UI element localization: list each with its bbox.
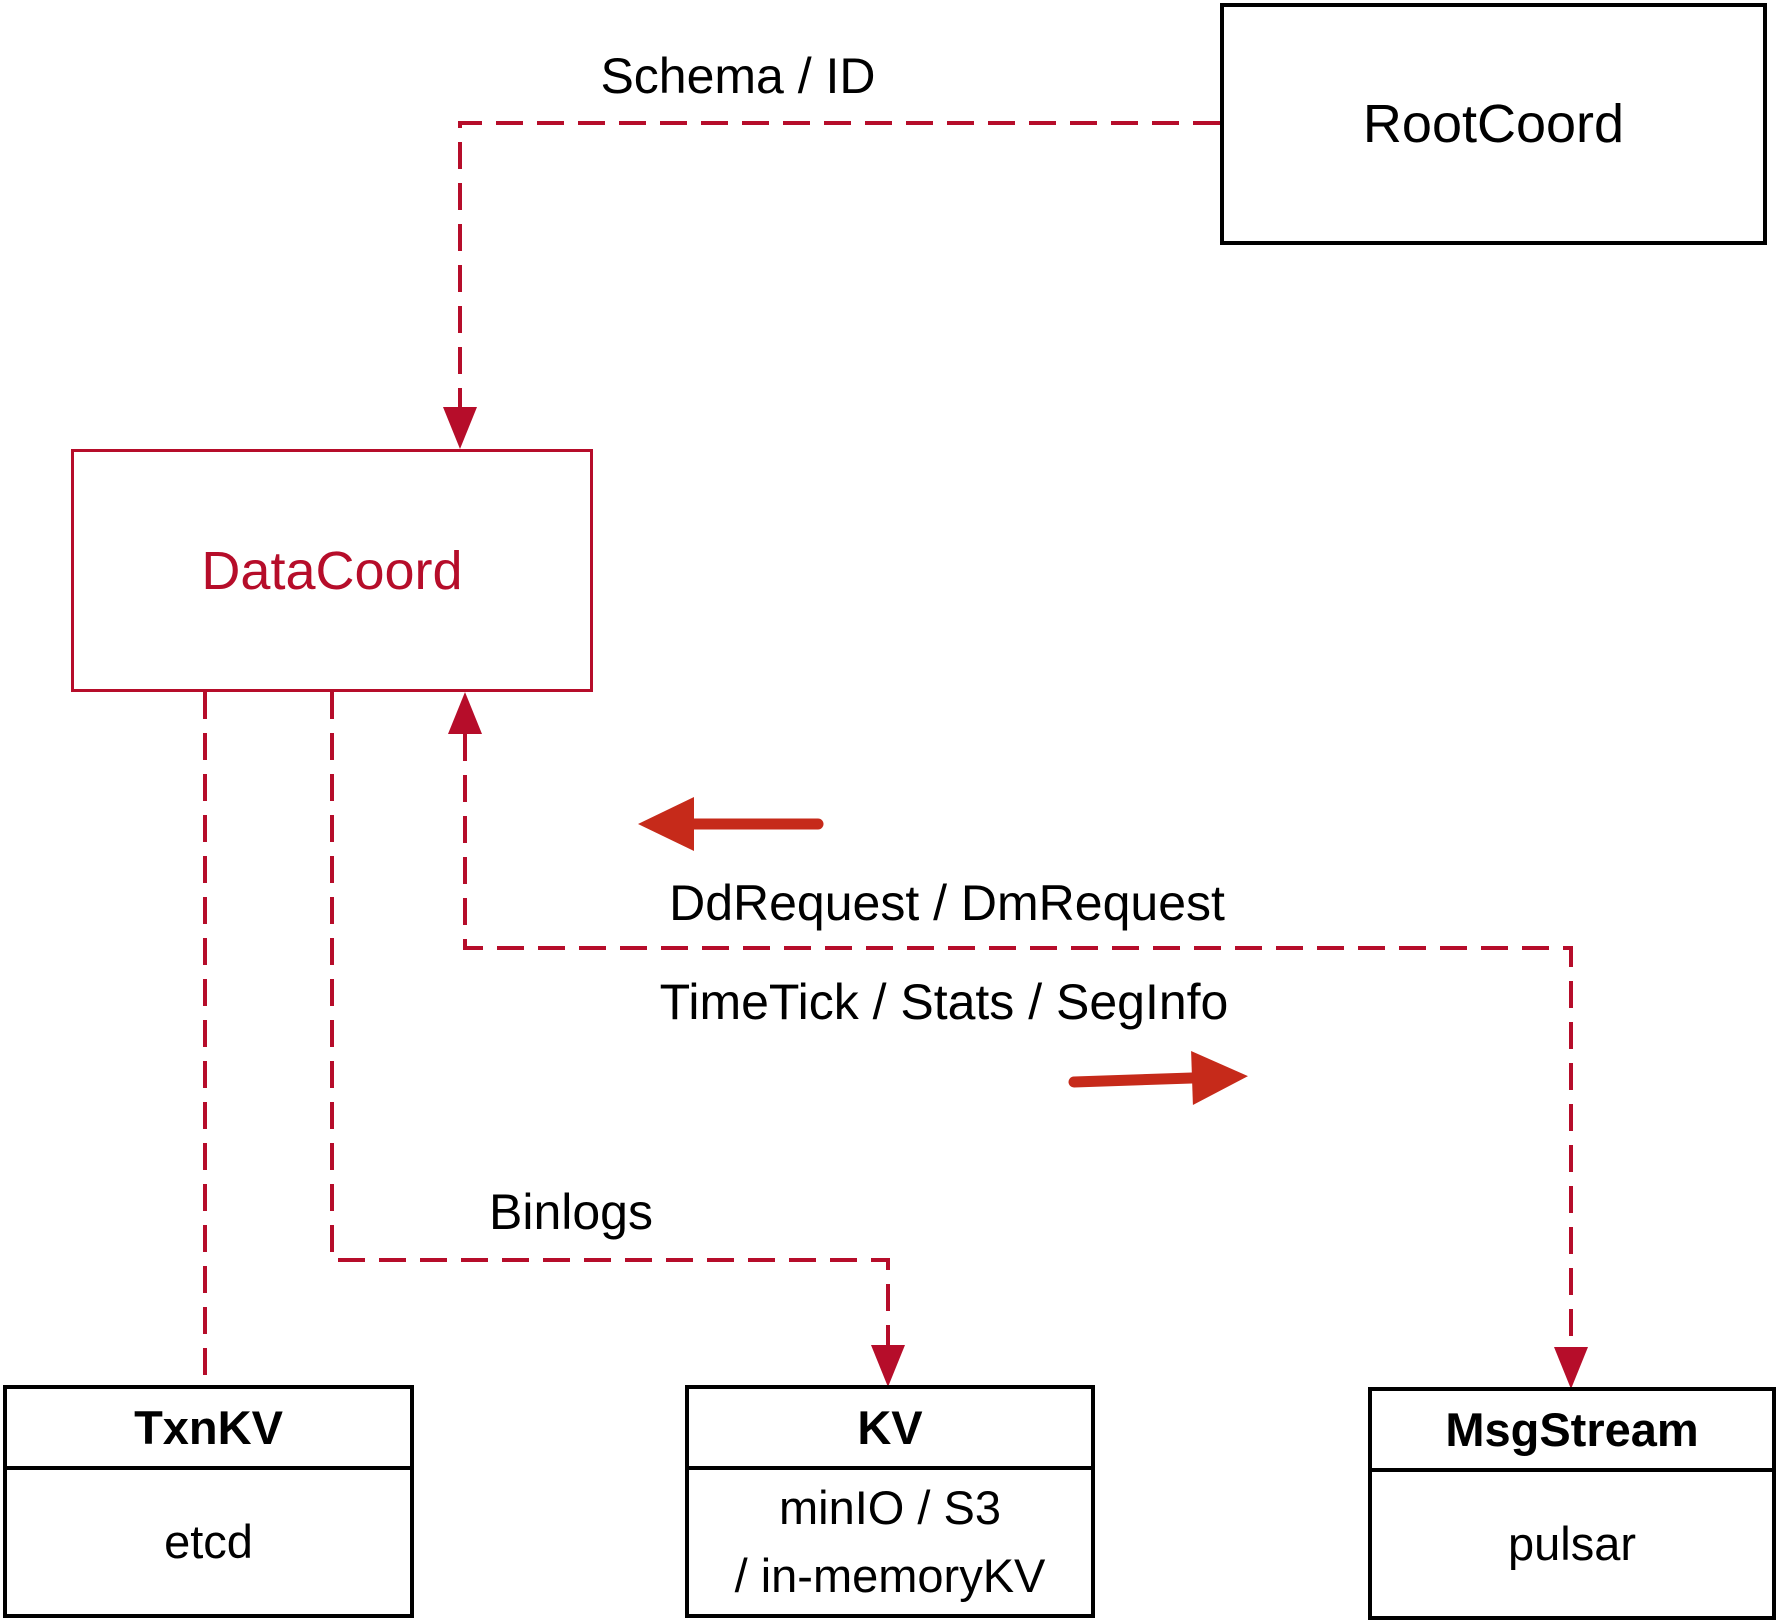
node-kv: KV minIO / S3 / in-memoryKV bbox=[685, 1385, 1095, 1618]
node-txnkv: TxnKV etcd bbox=[3, 1385, 414, 1618]
node-kv-body-line1: minIO / S3 bbox=[778, 1480, 1001, 1534]
node-msgstream: MsgStream pulsar bbox=[1368, 1387, 1776, 1620]
node-kv-body: minIO / S3 / in-memoryKV bbox=[689, 1470, 1091, 1614]
edge-label-schema-id: Schema / ID bbox=[600, 48, 876, 104]
node-txnkv-body: etcd bbox=[164, 1514, 253, 1568]
direction-arrow-right-icon bbox=[1068, 1051, 1248, 1105]
node-datacoord: DataCoord bbox=[71, 449, 593, 692]
node-datacoord-label: DataCoord bbox=[201, 540, 463, 601]
edge-label-timetick-stats-seginfo: TimeTick / Stats / SegInfo bbox=[659, 974, 1229, 1030]
edge-label-ddrequest-dmrequest: DdRequest / DmRequest bbox=[669, 875, 1225, 931]
node-rootcoord-label: RootCoord bbox=[1362, 94, 1625, 154]
node-msgstream-body: pulsar bbox=[1507, 1516, 1636, 1570]
edge-label-binlogs: Binlogs bbox=[489, 1184, 653, 1240]
node-kv-title: KV bbox=[689, 1389, 1091, 1470]
node-rootcoord: RootCoord bbox=[1220, 3, 1767, 245]
node-kv-body-line2: / in-memoryKV bbox=[734, 1549, 1046, 1602]
node-msgstream-title: MsgStream bbox=[1372, 1391, 1772, 1472]
edge-datacoord-msgstream-bus bbox=[448, 692, 1588, 1389]
node-txnkv-title: TxnKV bbox=[7, 1389, 410, 1470]
edge-rootcoord-to-datacoord bbox=[443, 121, 1220, 449]
